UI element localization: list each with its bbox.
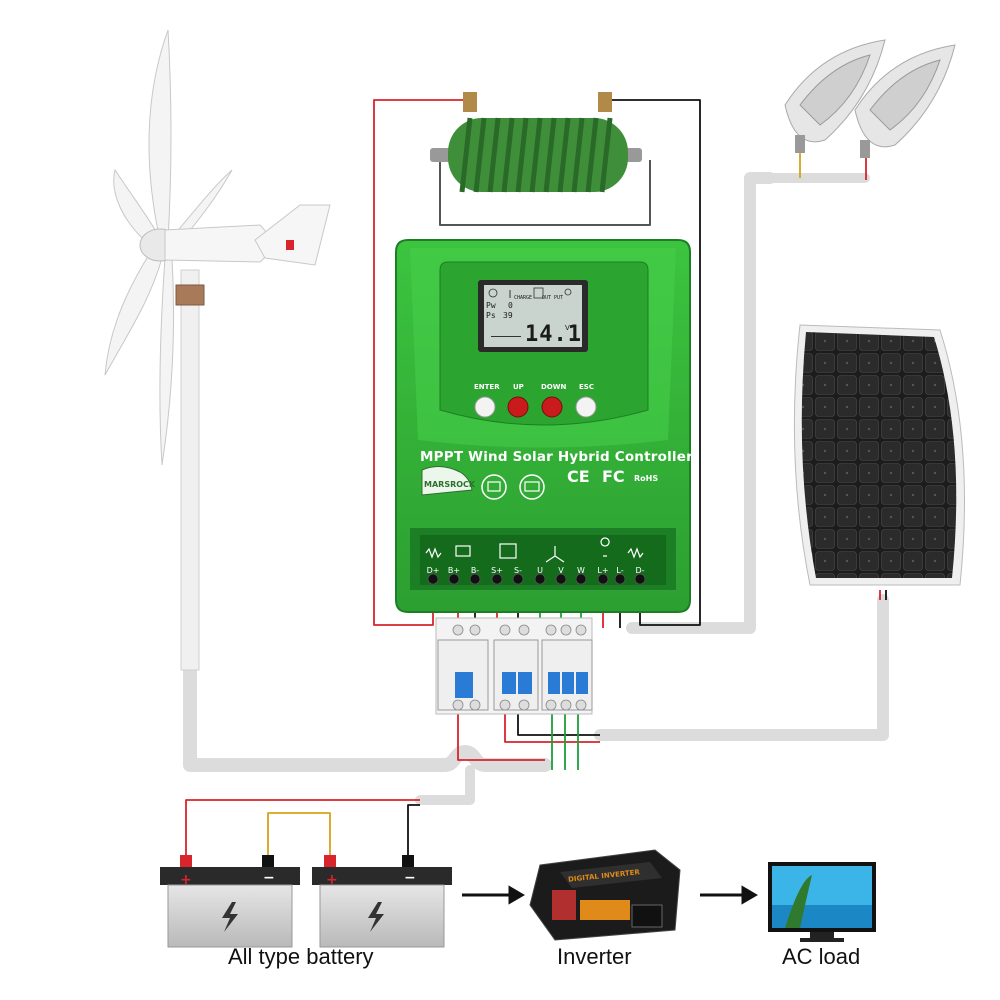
circuit-breakers	[435, 617, 593, 715]
solar-panel-icon	[793, 324, 965, 586]
enter-button[interactable]	[474, 396, 496, 418]
breaker-solar	[493, 639, 539, 711]
flow-arrows	[462, 885, 758, 905]
lcd-charge-label: CHARGE	[514, 295, 533, 301]
battery-1	[160, 855, 300, 948]
lcd-pw-label: Pw	[486, 301, 496, 310]
esc-button[interactable]	[575, 396, 597, 418]
street-light-icon	[784, 39, 886, 153]
tv-icon	[768, 862, 876, 942]
ac-load-caption: AC load	[782, 944, 861, 969]
wind-terminal-icon	[545, 546, 565, 563]
terminal-label: D-	[635, 566, 645, 575]
terminal-label: U	[537, 566, 543, 575]
battery-1-positive-sign: +	[180, 872, 192, 888]
hybrid-controller	[395, 239, 691, 613]
load-badge-icon	[519, 474, 545, 500]
battery-2-positive-sign: +	[326, 872, 338, 888]
lcd-voltage-unit: V	[565, 324, 570, 332]
fc-mark: FC	[602, 467, 625, 486]
battery-terminal-icon	[455, 545, 471, 557]
battery-caption: All type battery	[228, 944, 374, 969]
terminal-label: S+	[491, 566, 503, 575]
lcd-output-label: OUT PUT	[542, 295, 564, 301]
lightning-icon	[222, 902, 238, 932]
breaker-battery	[437, 639, 489, 711]
resistor-right-icon	[627, 547, 644, 559]
breaker-wind	[541, 639, 593, 711]
lcd-voltage-reading: 14.1	[525, 322, 582, 347]
gray-cables	[183, 172, 889, 805]
street-light-icon-2	[854, 44, 956, 158]
battery-2	[312, 855, 452, 948]
terminal-label: S-	[514, 566, 522, 575]
wind-turbine-icon	[104, 29, 331, 671]
terminal-label: V	[558, 566, 564, 575]
terminal-label: D+	[426, 566, 440, 575]
resistor-icon	[425, 547, 442, 559]
rohs-mark: RoHS	[634, 474, 659, 483]
terminal-label: L-	[616, 566, 624, 575]
down-button-label: DOWN	[541, 383, 567, 391]
brand-logo: MARSROCK	[424, 480, 476, 489]
battery-badge-icon	[481, 474, 507, 500]
lcd-ps-label: Ps	[486, 311, 496, 320]
lightning-icon-2	[368, 902, 384, 932]
ce-mark: CE	[567, 467, 590, 486]
battery-1-negative-sign: −	[263, 870, 275, 886]
up-button[interactable]	[507, 396, 529, 418]
terminal-label: L+	[597, 566, 609, 575]
esc-button-label: ESC	[579, 383, 594, 391]
down-button[interactable]	[541, 396, 563, 418]
solar-terminal-icon	[499, 543, 517, 559]
enter-button-label: ENTER	[474, 383, 500, 391]
lcd-pw-value: 0	[508, 301, 513, 310]
inverter-caption: Inverter	[557, 944, 632, 969]
terminal-label: B+	[447, 566, 461, 575]
light-terminal-icon	[600, 537, 610, 557]
controller-title: MPPT Wind Solar Hybrid Controller	[420, 449, 693, 465]
terminal-label: B-	[470, 566, 480, 575]
inverter-icon	[529, 849, 681, 941]
up-button-label: UP	[513, 383, 524, 391]
lcd-ps-value: 39	[503, 311, 513, 320]
dump-load-resistor-icon	[430, 92, 642, 193]
terminal-label: W	[577, 566, 585, 575]
battery-2-negative-sign: −	[404, 870, 416, 886]
